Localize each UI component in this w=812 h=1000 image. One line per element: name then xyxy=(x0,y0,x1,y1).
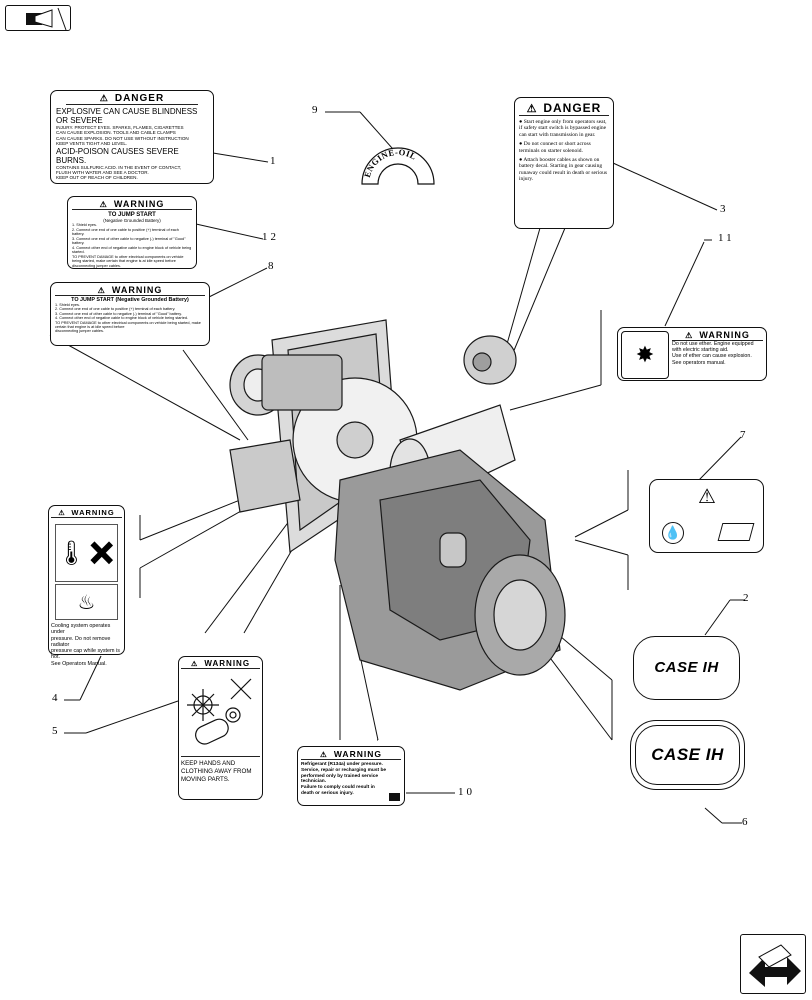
leader-6b xyxy=(704,807,723,824)
oil-drop-icon: 💧 xyxy=(662,522,684,544)
leader-7 xyxy=(698,436,742,481)
decal-4-warning-cooling: ⚠WARNING 🌡✖ ♨ Cooling system operates un… xyxy=(48,505,125,667)
manual-hand-icon xyxy=(717,523,755,541)
callout-11: 11 xyxy=(718,232,735,244)
warning-triangle-icon: ⚠ xyxy=(698,486,716,508)
decal-text: EXPLOSIVE CAN CAUSE BLINDNESS OR SEVERE … xyxy=(56,107,198,181)
decal-12-warning-jump-start: ⚠WARNING TO JUMP START (Negative Grounde… xyxy=(67,196,197,269)
callout-8: 8 xyxy=(268,260,277,272)
decal-7-pictorial: ⚠ 💧 xyxy=(649,479,764,553)
warning-triangle-icon: ⚠ xyxy=(99,93,109,103)
leader-1 xyxy=(212,152,269,163)
warning-triangle-icon: ⚠ xyxy=(97,286,106,295)
warning-triangle-icon: ⚠ xyxy=(99,200,108,209)
callout-10: 10 xyxy=(458,786,475,798)
decal-11-warning-ether: ✸ ⚠WARNING Do not use ether. Engine equi… xyxy=(617,327,767,381)
decal-6-case-ih-logo: CASE IH xyxy=(630,720,745,790)
steam-burn-icon: ♨ xyxy=(55,584,118,620)
warning-triangle-icon: ⚠ xyxy=(190,659,199,668)
case-ih-logo-text: CASE IH xyxy=(654,659,719,676)
callout-2: 2 xyxy=(743,592,752,604)
decal-5-warning-moving-parts: ⚠WARNING KEEP HANDS AND CLOTHING AWAY FR… xyxy=(178,656,263,800)
leader-8 xyxy=(208,267,268,298)
leader-4b xyxy=(79,655,102,701)
book-arrow-icon xyxy=(26,7,67,31)
decal-10-warning-refrigerant: ⚠WARNING Refrigerant (R134a) under press… xyxy=(297,746,405,806)
decal-header: WARNING xyxy=(333,749,382,759)
hot-radiator-icon: 🌡✖ xyxy=(55,524,118,582)
explosion-icon: ✸ xyxy=(621,331,669,379)
callout-9: 9 xyxy=(312,104,321,116)
callout-7: 7 xyxy=(740,429,749,441)
decal-header: DANGER xyxy=(543,101,602,115)
decal-header: DANGER xyxy=(114,93,165,104)
callout-5: 5 xyxy=(52,725,61,737)
leader-3 xyxy=(612,162,718,211)
warning-triangle-icon: ⚠ xyxy=(320,750,328,759)
next-page-button[interactable] xyxy=(740,934,806,994)
engine-illustration xyxy=(229,319,566,691)
decal-header: WARNING xyxy=(699,330,750,340)
leader-11b xyxy=(664,241,705,327)
callout-3: 3 xyxy=(720,203,729,215)
decal-3-danger-start: ⚠DANGER ● Start engine only from operato… xyxy=(514,97,614,229)
next-page-arrow-icon xyxy=(749,944,801,987)
callout-12: 12 xyxy=(262,231,279,243)
leader-5b xyxy=(85,700,179,734)
callout-4: 4 xyxy=(52,692,61,704)
decal-9-engine-oil: ENGINE-OIL xyxy=(361,147,435,185)
leader-12 xyxy=(195,223,264,240)
callout-1: 1 xyxy=(270,155,279,167)
leader-2b xyxy=(704,599,731,636)
warning-triangle-icon: ⚠ xyxy=(685,331,694,340)
top-nav-button[interactable] xyxy=(5,5,71,31)
fan-entanglement-icon xyxy=(187,678,252,745)
warning-triangle-icon: ⚠ xyxy=(526,103,538,115)
case-ih-logo-text: CASE IH xyxy=(651,745,724,764)
decal-header: WARNING xyxy=(204,659,251,668)
decal-header: WARNING xyxy=(113,199,165,209)
decal-header: WARNING xyxy=(111,285,163,295)
callout-6: 6 xyxy=(742,816,751,828)
warning-triangle-icon: ⚠ xyxy=(58,510,66,517)
decal-header: WARNING xyxy=(71,508,115,517)
manual-book-icon xyxy=(389,793,400,801)
decal-1-danger-battery: ⚠ DANGER EXPLOSIVE CAN CAUSE BLINDNESS OR… xyxy=(50,90,214,184)
decal-8-warning-jump-start: ⚠WARNING TO JUMP START (Negative Grounde… xyxy=(50,282,210,346)
decal-2-case-ih-logo: CASE IH xyxy=(633,636,740,700)
